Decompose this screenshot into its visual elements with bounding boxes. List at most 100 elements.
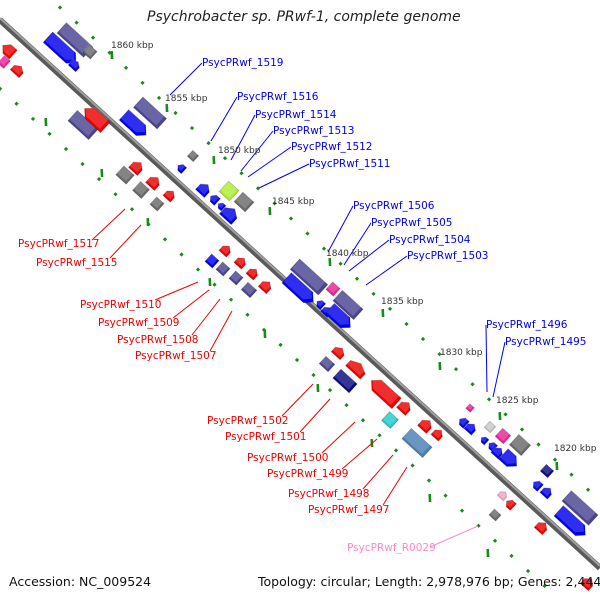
rna-gene-labels: PsycPRwf_R0029 bbox=[347, 542, 436, 554]
gene-label[interactable]: PsycPRwf_1505 bbox=[371, 217, 453, 229]
gene-label[interactable]: PsycPRwf_1495 bbox=[505, 336, 587, 348]
gene-body bbox=[257, 281, 272, 295]
tick-dot bbox=[80, 161, 85, 167]
tick-dot bbox=[245, 312, 250, 317]
tick-dot bbox=[0, 86, 3, 91]
gene-body bbox=[2, 44, 18, 60]
gene-highlight bbox=[196, 182, 209, 195]
gene-label[interactable]: PsycPRwf_1512 bbox=[291, 141, 373, 153]
gene-label[interactable]: PsycPRwf_1497 bbox=[308, 504, 390, 516]
tick-dot bbox=[426, 478, 432, 483]
gene-label[interactable]: PsycPRwf_1514 bbox=[255, 109, 337, 121]
tick-dot bbox=[410, 463, 415, 468]
gene-feature bbox=[401, 427, 433, 459]
gene-label[interactable]: PsycPRwf_1509 bbox=[98, 317, 180, 329]
major-tick bbox=[438, 361, 442, 371]
gene-label[interactable]: PsycPRwf_1502 bbox=[207, 415, 289, 427]
gene-feature bbox=[218, 179, 240, 202]
gene-feature bbox=[245, 267, 258, 281]
gene-highlight bbox=[292, 258, 326, 292]
gene-label[interactable]: PsycPRwf_1516 bbox=[237, 91, 319, 103]
tick-dot bbox=[129, 207, 135, 212]
gene-label[interactable]: PsycPRwf_1506 bbox=[353, 200, 435, 212]
gene-label[interactable]: PsycPRwf_1515 bbox=[36, 257, 118, 269]
gene-feature bbox=[539, 486, 552, 500]
tick-dot bbox=[272, 201, 277, 206]
gene-feature bbox=[332, 368, 358, 394]
gene-label[interactable]: PsycPRwf_1500 bbox=[247, 452, 329, 464]
gene-body bbox=[498, 448, 518, 467]
tick-dot bbox=[113, 192, 118, 197]
gene-highlight bbox=[499, 447, 516, 464]
gene-feature bbox=[233, 256, 246, 270]
tick-dot bbox=[459, 508, 465, 513]
gene-body bbox=[395, 401, 411, 417]
gene-feature bbox=[228, 269, 244, 286]
gene-highlight bbox=[177, 162, 186, 171]
gene-label[interactable]: PsycPRwf_1499 bbox=[267, 468, 349, 480]
gene-body bbox=[177, 164, 188, 175]
tick-label: 1830 kbp bbox=[440, 348, 483, 358]
gene-highlight bbox=[258, 279, 271, 291]
gene-feature bbox=[209, 193, 221, 206]
gene-body bbox=[194, 183, 210, 199]
leader-line bbox=[341, 438, 378, 470]
tick-dot bbox=[420, 336, 426, 342]
gene-label[interactable]: PsycPRwf_1508 bbox=[117, 334, 199, 346]
tick-dot bbox=[294, 357, 300, 363]
gene-label[interactable]: PsycPRwf_1507 bbox=[135, 350, 217, 362]
gene-label[interactable]: PsycPRwf_1504 bbox=[389, 234, 471, 246]
tick-label: 1850 kbp bbox=[218, 146, 261, 156]
gene-label[interactable]: PsycPRwf_1513 bbox=[273, 125, 355, 137]
gene-label[interactable]: PsycPRwf_1511 bbox=[309, 158, 391, 170]
gene-label[interactable]: PsycPRwf_1496 bbox=[486, 319, 568, 331]
gene-feature bbox=[533, 520, 548, 536]
gene-body bbox=[458, 417, 470, 429]
gene-label[interactable]: PsycPRwf_R0029 bbox=[347, 542, 436, 554]
tick-dot bbox=[63, 146, 69, 152]
gene-feature bbox=[324, 302, 351, 329]
gene-body bbox=[345, 359, 366, 380]
gene-body bbox=[67, 60, 80, 73]
major-tick bbox=[268, 206, 272, 216]
gene-label[interactable]: PsycPRwf_1503 bbox=[407, 250, 489, 262]
gene-body bbox=[127, 161, 143, 177]
major-tick bbox=[316, 383, 320, 393]
tick-dot bbox=[255, 186, 261, 191]
gene-label[interactable]: PsycPRwf_1501 bbox=[225, 431, 307, 443]
title-text: Psychrobacter sp. PRwf-1, complete genom… bbox=[147, 9, 461, 25]
gene-label[interactable]: PsycPRwf_1498 bbox=[288, 488, 370, 500]
gene-feature bbox=[416, 418, 432, 435]
tick-dot bbox=[212, 282, 217, 287]
gene-feature bbox=[162, 189, 175, 203]
leader-line bbox=[169, 62, 203, 96]
gene-body bbox=[561, 490, 599, 526]
gene-feature bbox=[67, 59, 80, 73]
major-tick bbox=[212, 155, 216, 165]
tick-dot bbox=[344, 403, 349, 408]
gene-feature bbox=[316, 298, 327, 311]
gene-body bbox=[217, 202, 227, 212]
gene-label[interactable]: PsycPRwf_1519 bbox=[202, 57, 284, 69]
gene-highlight bbox=[129, 160, 142, 173]
accession-text: Accession: NC_009524 bbox=[9, 574, 152, 589]
gene-label[interactable]: PsycPRwf_1517 bbox=[18, 238, 100, 250]
gene-body bbox=[401, 427, 433, 459]
gene-highlight bbox=[540, 462, 553, 475]
gene-highlight bbox=[116, 164, 134, 182]
gene-highlight bbox=[459, 416, 469, 426]
gene-label[interactable]: PsycPRwf_1510 bbox=[80, 299, 162, 311]
major-tick bbox=[486, 548, 490, 558]
major-tick bbox=[555, 461, 559, 471]
gene-feature bbox=[127, 160, 143, 177]
gene-body bbox=[496, 491, 507, 502]
gene-feature bbox=[395, 400, 411, 417]
major-tick bbox=[381, 308, 385, 318]
gene-highlight bbox=[506, 498, 516, 508]
gene-feature bbox=[0, 54, 11, 69]
leader-line bbox=[299, 398, 331, 433]
gene-feature bbox=[84, 106, 111, 134]
tick-dot bbox=[338, 261, 343, 266]
gene-feature bbox=[508, 433, 532, 457]
gene-highlight bbox=[466, 402, 474, 410]
